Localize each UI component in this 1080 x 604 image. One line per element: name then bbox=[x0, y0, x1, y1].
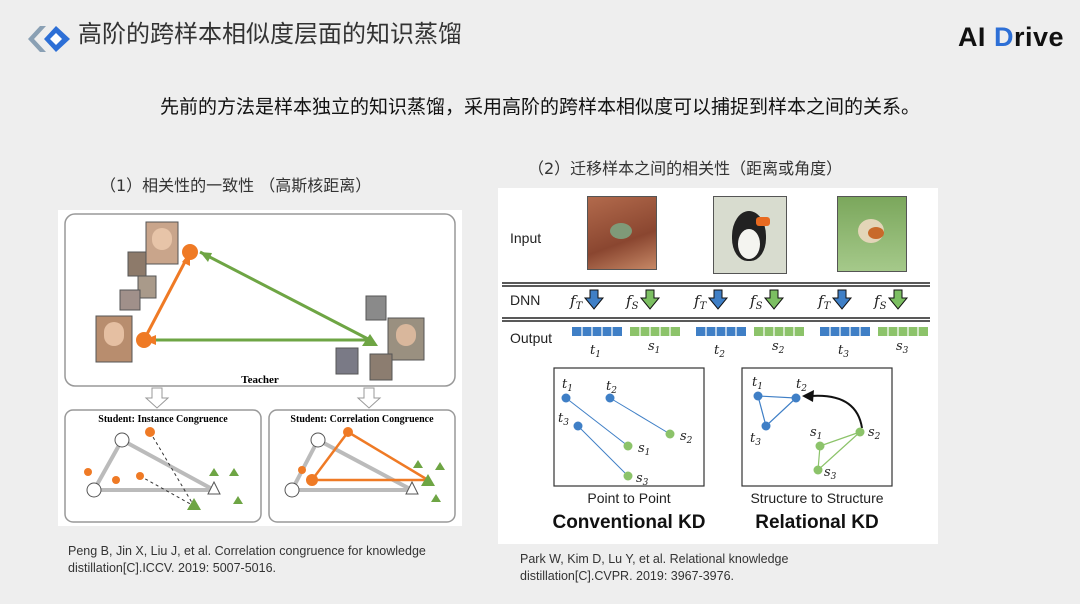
svg-text:fT: fT bbox=[569, 292, 584, 312]
row-label-dnn: DNN bbox=[510, 292, 541, 308]
svg-text:fS: fS bbox=[625, 292, 639, 312]
logo-d-icon: D bbox=[993, 22, 1014, 52]
svg-text:t3: t3 bbox=[750, 431, 761, 448]
output-label-s2: s2 bbox=[772, 339, 785, 356]
row-label-input: Input bbox=[510, 230, 542, 246]
svg-text:fT: fT bbox=[817, 292, 832, 312]
dnn-group-3: fT fS bbox=[817, 289, 909, 312]
bird-image-1 bbox=[587, 196, 657, 270]
teacher-edge-green bbox=[199, 250, 371, 342]
correlation-congruence-diagram: Teacher Student: Instance Congruence Stu… bbox=[64, 213, 456, 523]
header-logo-icon bbox=[28, 26, 70, 52]
output-bars bbox=[572, 327, 928, 336]
bird-image-3 bbox=[837, 196, 907, 272]
output-label-t1: t1 bbox=[590, 343, 601, 360]
box1-caption: Point to Point bbox=[587, 490, 671, 506]
page-title: 高阶的跨样本相似度层面的知识蒸馏 bbox=[78, 20, 462, 48]
logo-text: AI bbox=[957, 22, 986, 52]
left-figure: Teacher Student: Instance Congruence Stu… bbox=[58, 210, 462, 526]
student1-label: Student: Instance Congruence bbox=[98, 414, 228, 425]
bird-image-2 bbox=[713, 196, 787, 274]
svg-text:t2: t2 bbox=[606, 379, 617, 396]
dnn-group-2: fT fS bbox=[693, 289, 785, 312]
teacher-node bbox=[136, 332, 152, 348]
svg-text:fS: fS bbox=[749, 292, 763, 312]
relational-kd-diagram: fT fS fT fS fT fS bbox=[502, 282, 930, 488]
box1-title: Conventional KD bbox=[552, 512, 706, 533]
brand-logo: AI Drive bbox=[958, 22, 1064, 53]
teacher-node bbox=[362, 334, 378, 346]
teacher-edge-orange bbox=[144, 255, 190, 337]
output-label-t3: t3 bbox=[838, 343, 849, 360]
svg-text:fS: fS bbox=[873, 292, 887, 312]
svg-text:t3: t3 bbox=[558, 411, 569, 428]
output-label-t2: t2 bbox=[714, 343, 725, 360]
svg-text:t1: t1 bbox=[562, 377, 573, 394]
teacher-node bbox=[182, 244, 198, 260]
left-caption: （1）相关性的一致性 （高斯核距离） bbox=[100, 176, 372, 195]
right-reference: Park W, Kim D, Lu Y, et al. Relational k… bbox=[520, 552, 789, 583]
right-caption: （2）迁移样本之间的相关性（距离或角度） bbox=[528, 159, 843, 178]
box2-caption: Structure to Structure bbox=[750, 490, 884, 506]
svg-text:fT: fT bbox=[693, 292, 708, 312]
output-label-s1: s1 bbox=[648, 339, 660, 356]
logo-accent-text: rive bbox=[1013, 22, 1064, 52]
left-reference: Peng B, Jin X, Liu J, et al. Correlation… bbox=[68, 544, 426, 575]
svg-text:t2: t2 bbox=[796, 377, 807, 394]
dnn-group-1: fT fS bbox=[569, 289, 661, 312]
subtitle: 先前的方法是样本独立的知识蒸馏，采用高阶的跨样本相似度可以捕捉到样本之间的关系。 bbox=[159, 96, 920, 118]
row-label-output: Output bbox=[510, 330, 553, 346]
student2-label: Student: Correlation Congruence bbox=[290, 414, 434, 425]
right-figure: Input DNN Output fT fS fT fS bbox=[498, 188, 938, 544]
output-label-s3: s3 bbox=[896, 339, 909, 356]
teacher-label: Teacher bbox=[241, 374, 279, 386]
box2-title: Relational KD bbox=[755, 512, 879, 533]
svg-text:t1: t1 bbox=[752, 375, 763, 392]
